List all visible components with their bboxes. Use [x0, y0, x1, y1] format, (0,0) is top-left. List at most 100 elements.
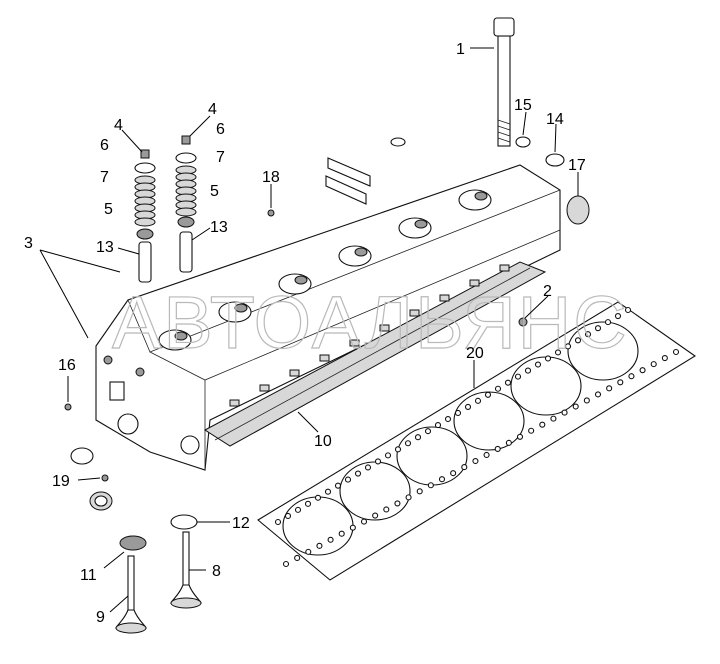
gasket-hole [604, 319, 612, 326]
callout-6-left: 6 [100, 137, 109, 154]
valve-keeper-right [181, 135, 191, 145]
callout-12: 12 [232, 515, 250, 532]
plug-19 [101, 474, 109, 482]
gasket-hole [404, 440, 412, 447]
callout-5-right: 5 [210, 183, 219, 200]
gasket-hole [550, 415, 557, 422]
gasket-hole [444, 415, 452, 423]
valve-seal-right [177, 216, 195, 228]
callout-17: 17 [568, 157, 586, 174]
gasket-hole [338, 530, 345, 537]
gasket-hole [574, 337, 582, 344]
gasket-hole [639, 367, 646, 374]
rail-pocket [439, 294, 450, 302]
valve-stack-right [175, 135, 197, 273]
gasket-hole [534, 361, 542, 368]
callout-4-left: 4 [114, 117, 123, 134]
gasket-hole [438, 476, 446, 483]
gasket-hole [305, 548, 312, 555]
gasket-hole [384, 452, 392, 459]
gasket-hole [424, 428, 432, 435]
rail-pocket [319, 354, 330, 362]
gasket-hole [304, 500, 312, 507]
callout-20: 20 [466, 345, 484, 362]
callout-5-left: 5 [104, 201, 113, 218]
cylinder-head [95, 164, 561, 471]
gasket-hole [284, 512, 292, 519]
callout-labels: 1 2 3 4 4 5 5 6 6 7 7 8 9 10 11 12 13 13… [24, 41, 586, 626]
gasket-hole [614, 313, 622, 320]
gasket-bore [453, 391, 525, 451]
callout-7-right: 7 [216, 149, 225, 166]
valve-guide-right [179, 231, 193, 273]
head-port-bore [294, 275, 308, 285]
gasket-hole [554, 349, 562, 356]
gasket-hole [374, 458, 382, 465]
callout-13-right: 13 [210, 219, 228, 236]
gasket-hole [364, 464, 372, 471]
gasket-hole [594, 325, 602, 332]
gasket-hole [434, 422, 442, 429]
callout-9: 9 [96, 609, 105, 626]
rail-pocket [409, 309, 420, 317]
gasket-hole [472, 457, 479, 465]
rail-pocket [259, 384, 270, 392]
gasket-bore [396, 426, 468, 486]
head-port-bore [474, 191, 488, 201]
gasket-hole [572, 403, 579, 410]
head-port-bore [174, 331, 188, 341]
gasket-hole [528, 427, 535, 434]
rocker-pedestals [325, 157, 371, 205]
head-port-bore [234, 303, 248, 313]
plug-2 [518, 317, 528, 327]
head-bolt [493, 17, 515, 147]
spring-retainer-left [134, 162, 156, 174]
plug-15 [515, 136, 531, 148]
gasket-hole [450, 470, 457, 477]
callout-1: 1 [456, 41, 465, 58]
gasket-bore [510, 356, 582, 416]
head-port [338, 245, 372, 267]
callout-3: 3 [24, 235, 33, 252]
gasket-hole [314, 494, 322, 501]
gasket-hole [505, 439, 512, 446]
gasket-hole [354, 470, 362, 477]
callout-18: 18 [262, 169, 280, 186]
spring-coil [134, 217, 156, 227]
gasket-hole [349, 524, 356, 531]
gasket-hole [394, 446, 402, 453]
o-ring-front [70, 447, 94, 465]
gasket-hole [316, 542, 323, 549]
valve-keeper-left [140, 149, 150, 159]
gasket-hole [514, 373, 522, 380]
gasket-hole [650, 361, 657, 368]
rail-pocket [499, 264, 510, 272]
valve-seat-12 [170, 514, 198, 530]
gasket-hole [416, 488, 423, 495]
gasket-hole [372, 512, 379, 519]
rail-pocket [349, 339, 360, 347]
rail-pocket [229, 399, 240, 407]
callout-8: 8 [212, 563, 221, 580]
gasket-hole [383, 506, 390, 513]
gasket-hole [327, 536, 334, 543]
gasket-bore [567, 321, 639, 381]
rail-pocket [379, 324, 390, 332]
rail-pocket [469, 279, 480, 287]
head-port-bore [354, 247, 368, 257]
gasket-hole [464, 403, 472, 410]
plug-16 [64, 403, 72, 411]
callout-16: 16 [58, 357, 76, 374]
head-port [458, 189, 492, 211]
gasket-hole [516, 433, 524, 440]
gasket-hole [324, 488, 332, 495]
gasket-hole [672, 348, 680, 356]
watermark-text: АВТОАЛЬЯНС [112, 281, 629, 364]
callout-2: 2 [543, 283, 552, 300]
gasket-hole [524, 367, 532, 374]
gasket-hole [454, 409, 462, 417]
gasket-hole [494, 385, 502, 392]
gasket-hole [504, 379, 512, 386]
callout-11: 11 [80, 567, 97, 584]
